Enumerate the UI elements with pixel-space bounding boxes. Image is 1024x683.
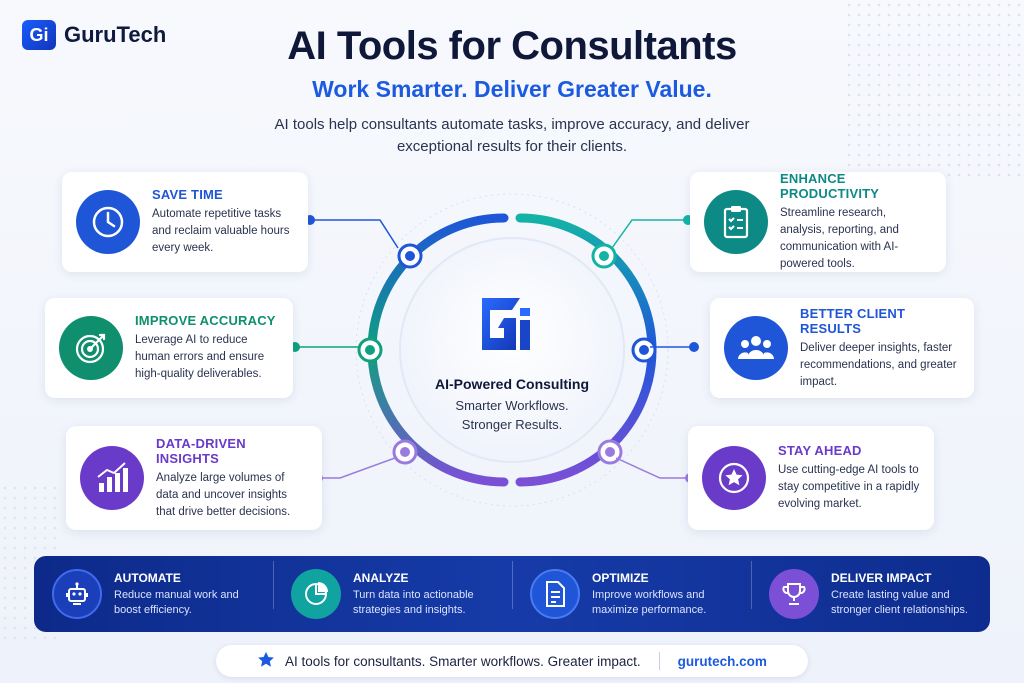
ring-node <box>597 439 623 465</box>
bar-item-optimize[interactable]: OPTIMIZE Improve workflows and maximize … <box>512 561 751 619</box>
ring-node <box>591 243 617 269</box>
document-icon <box>530 569 580 619</box>
card-data-insights[interactable]: DATA-DRIVEN INSIGHTS Analyze large volum… <box>66 426 322 530</box>
card-text: Use cutting-edge AI tools to stay compet… <box>778 464 920 510</box>
card-enhance-productivity[interactable]: ENHANCE PRODUCTIVITY Streamline research… <box>690 171 946 272</box>
clock-icon <box>76 190 140 254</box>
brand-name: GuruTech <box>64 22 167 47</box>
bar-item-text: Create lasting value and stronger client… <box>831 588 968 616</box>
ring-node <box>392 439 418 465</box>
card-title: ENHANCE PRODUCTIVITY <box>780 171 880 201</box>
ring-node <box>631 337 657 363</box>
page-title: AI Tools for Consultants <box>287 24 737 68</box>
bar-item-title: AUTOMATE <box>114 570 181 585</box>
feature-bar: AUTOMATE Reduce manual work and boost ef… <box>34 556 990 632</box>
center-title: AI-Powered Consulting <box>435 376 589 392</box>
center-logo-icon <box>468 290 540 360</box>
card-title: STAY AHEAD <box>778 443 862 458</box>
card-title: IMPROVE ACCURACY <box>135 313 276 328</box>
bar-item-text: Turn data into actionable strategies and… <box>353 588 474 616</box>
bar-item-text: Improve workflows and maximize performan… <box>592 588 707 616</box>
card-text: Deliver deeper insights, faster recommen… <box>800 341 957 388</box>
clipboard-icon <box>704 190 768 254</box>
pie-chart-icon <box>291 569 341 619</box>
bar-item-text: Reduce manual work and boost efficiency. <box>114 588 239 616</box>
users-icon <box>724 316 788 380</box>
center-tagline: Stronger Results. <box>461 417 563 432</box>
bar-item-title: DELIVER IMPACT <box>831 570 932 585</box>
star-icon <box>257 651 275 672</box>
center-tagline: Smarter Workflows. <box>455 398 569 413</box>
star-icon <box>702 446 766 510</box>
card-text: Analyze large volumes of data and uncove… <box>156 471 291 518</box>
card-title: DATA-DRIVEN INSIGHTS <box>156 435 246 466</box>
page-subtitle: Work Smarter. Deliver Greater Value. <box>312 76 712 102</box>
footer-tagline: AI tools for consultants. Smarter workfl… <box>285 653 641 669</box>
card-title: BETTER CLIENT RESULTS <box>800 305 906 336</box>
logo-mark-icon: Gi <box>22 20 56 50</box>
card-save-time[interactable]: SAVE TIME Automate repetitive tasks and … <box>62 172 308 272</box>
card-improve-accuracy[interactable]: IMPROVE ACCURACY Leverage AI to reduce h… <box>45 298 293 398</box>
bar-item-analyze[interactable]: ANALYZE Turn data into actionable strate… <box>273 561 512 619</box>
bar-item-automate[interactable]: AUTOMATE Reduce manual work and boost ef… <box>34 569 273 619</box>
footer-banner: AI tools for consultants. Smarter workfl… <box>216 645 808 677</box>
target-icon <box>59 316 123 380</box>
page-description: AI tools help consultants automate tasks… <box>274 116 750 155</box>
card-text: Automate repetitive tasks and reclaim va… <box>152 208 290 254</box>
robot-icon <box>52 569 102 619</box>
card-better-results[interactable]: BETTER CLIENT RESULTS Deliver deeper ins… <box>710 298 974 398</box>
footer-site-link[interactable]: gurutech.com <box>677 653 767 669</box>
dot-pattern <box>844 0 1024 180</box>
ring-node <box>397 243 423 269</box>
bar-item-title: OPTIMIZE <box>592 570 649 585</box>
bar-chart-icon <box>80 446 144 510</box>
card-title: SAVE TIME <box>152 187 223 202</box>
brand-logo[interactable]: Gi GuruTech <box>22 20 166 50</box>
bar-item-deliver[interactable]: DELIVER IMPACT Create lasting value and … <box>751 561 990 619</box>
bar-item-title: ANALYZE <box>353 570 409 585</box>
card-stay-ahead[interactable]: STAY AHEAD Use cutting-edge AI tools to … <box>688 426 934 530</box>
card-text: Leverage AI to reduce human errors and e… <box>135 334 265 380</box>
trophy-icon <box>769 569 819 619</box>
footer-divider <box>658 652 660 670</box>
ring-node <box>357 337 383 363</box>
card-text: Streamline research, analysis, reporting… <box>780 207 899 270</box>
